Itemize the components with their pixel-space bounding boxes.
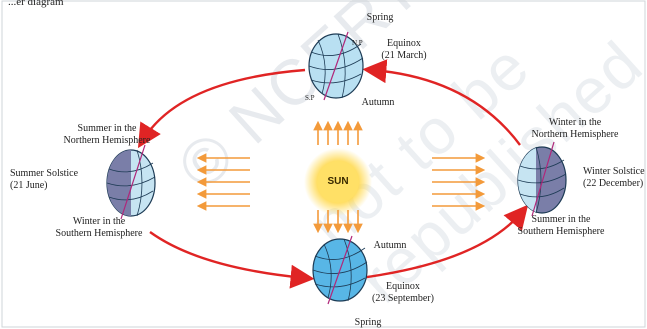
earth-top xyxy=(308,31,364,101)
left-north-line1: Summer in the xyxy=(77,123,137,134)
left-north-line2: Northern Hemisphere xyxy=(63,135,151,146)
sun-rays-left xyxy=(196,153,250,211)
header-fragment: ...er diagram xyxy=(8,0,64,8)
earth-left xyxy=(106,144,156,220)
sun xyxy=(304,148,372,216)
right-south-line2: Southern Hemisphere xyxy=(517,226,605,237)
left-south-line2: Southern Hemisphere xyxy=(55,228,143,239)
right-event: Winter Solstice xyxy=(583,166,645,177)
right-north-line1: Winter in the xyxy=(548,117,602,128)
top-season-above: Spring xyxy=(366,12,394,23)
right-south-line1: Summer in the xyxy=(531,214,591,225)
orbit-path xyxy=(137,59,529,289)
top-date: (21 March) xyxy=(381,50,427,61)
sun-rays-down xyxy=(313,210,363,234)
earth-right xyxy=(517,141,567,217)
south-pole-label: S.P xyxy=(305,94,315,102)
sun-rays-up xyxy=(313,120,363,145)
left-event: Summer Solstice xyxy=(10,168,79,179)
left-date: (21 June) xyxy=(10,180,48,191)
bottom-event: Equinox xyxy=(386,281,420,292)
sun-rays-right xyxy=(432,153,486,211)
top-season-below: Autumn xyxy=(361,97,395,108)
bottom-season-above: Autumn xyxy=(373,240,407,251)
bottom-date: (23 September) xyxy=(372,293,434,304)
bottom-season-below: Spring xyxy=(354,317,382,328)
top-event: Equinox xyxy=(387,38,421,49)
right-north-line2: Northern Hemisphere xyxy=(531,129,619,140)
north-pole-label: N.P xyxy=(352,39,363,47)
right-date: (22 December) xyxy=(583,178,644,189)
sun-label: SUN xyxy=(327,176,349,187)
left-south-line1: Winter in the xyxy=(72,216,126,227)
earth-bottom xyxy=(312,235,368,305)
